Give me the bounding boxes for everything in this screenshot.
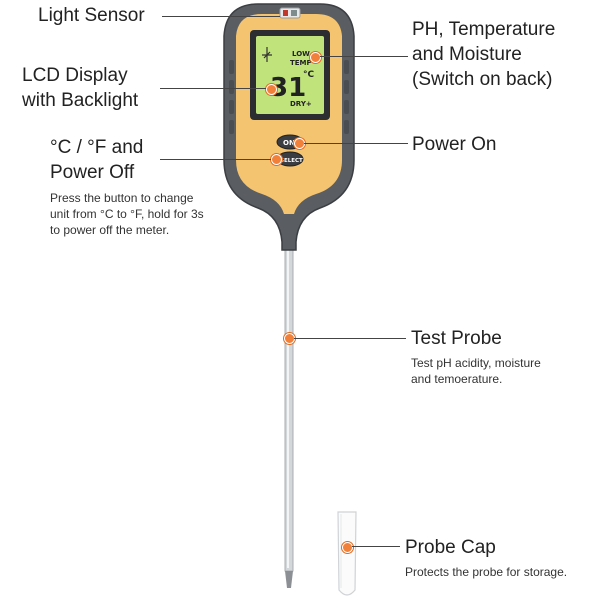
probe-cap-callout-dot: [342, 542, 353, 553]
probe-cap-label: Probe Cap Protects the probe for storage…: [405, 535, 567, 580]
test-probe-desc-line1: Test pH acidity, moisture: [411, 356, 541, 370]
lcd-leader: [160, 88, 266, 89]
ph-label-line2: and Moisture: [412, 44, 522, 65]
lcd-temp-label: TEMP: [290, 59, 312, 67]
unit-callout-dot: [271, 154, 282, 165]
unit-leader: [160, 159, 271, 160]
ph-temp-moisture-label: PH, Temperature and Moisture (Switch on …: [412, 17, 555, 92]
test-probe-label: Test Probe Test pH acidity, moisture and…: [411, 326, 541, 387]
lcd-display-label-line2: with Backlight: [22, 90, 139, 111]
lcd-dry-label: DRY+: [290, 100, 312, 108]
unit-desc-line2: unit from °C to °F, hold for 3s: [50, 207, 204, 221]
ph-label-line3: (Switch on back): [412, 69, 553, 90]
probe-tip: [285, 571, 293, 588]
power-on-button-label: ON: [283, 139, 295, 147]
mode-callout-dot: [310, 52, 321, 63]
unit-desc-line1: Press the button to change: [50, 191, 194, 205]
probe-cap: [337, 511, 357, 596]
unit-title-line2: Power Off: [50, 162, 135, 183]
power-on-leader: [304, 143, 408, 144]
test-probe-leader: [294, 338, 406, 339]
unit-desc-line3: to power off the meter.: [50, 223, 170, 237]
mode-leader: [320, 56, 408, 57]
probe-cap-desc: Protects the probe for storage.: [405, 565, 568, 579]
probe-cap-title: Probe Cap: [405, 537, 496, 558]
light-sensor-label: Light Sensor: [38, 5, 145, 26]
ph-label-line1: PH, Temperature: [412, 19, 556, 40]
lcd-low-label: LOW: [292, 50, 310, 58]
lcd-callout-dot: [266, 84, 277, 95]
lcd-display-label-line1: LCD Display: [22, 65, 128, 86]
light-sensor-leader: [162, 16, 280, 17]
unit-power-off-label: °C / °F and Power Off Press the button t…: [50, 135, 204, 238]
lcd-display-label: LCD Display with Backlight: [22, 63, 138, 113]
unit-select-button-label: SELECT: [280, 158, 303, 164]
test-probe-title: Test Probe: [411, 328, 502, 349]
power-on-label: Power On: [412, 134, 497, 155]
lcd-unit: °C: [303, 70, 315, 80]
test-probe-desc-line2: and temoerature.: [411, 372, 503, 386]
probe-cap-leader: [352, 546, 400, 547]
unit-title-line1: °C / °F and: [50, 137, 144, 158]
